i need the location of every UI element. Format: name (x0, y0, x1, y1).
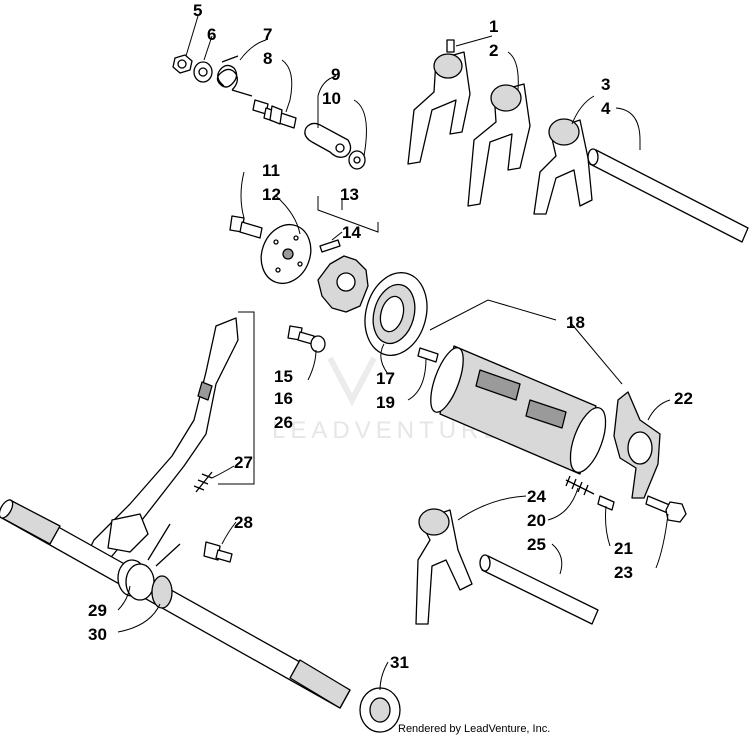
part-shift-lever-26[interactable] (85, 317, 239, 567)
callout-3: 3 (601, 75, 610, 94)
callout-16: 16 (274, 389, 293, 408)
callout-9: 9 (331, 65, 340, 84)
callout-12: 12 (262, 185, 281, 204)
part-pin-19[interactable] (417, 347, 439, 363)
part-shift-drum-18[interactable] (424, 344, 613, 477)
part-bolt-11[interactable] (229, 215, 263, 239)
part-washer-16[interactable] (310, 335, 326, 353)
callout-5: 5 (193, 1, 202, 20)
part-fork-shaft-4[interactable] (587, 148, 749, 243)
part-spring-7[interactable] (216, 55, 253, 97)
callout-1: 1 (489, 17, 498, 36)
part-shift-fork-24[interactable] (415, 508, 473, 625)
callout-29: 29 (88, 601, 107, 620)
part-stopper-plate-12[interactable] (253, 218, 319, 291)
part-bolt-28[interactable] (203, 541, 233, 563)
callout-labels: 1 2 3 4 5 6 7 8 9 10 11 12 13 14 15 16 2… (88, 1, 693, 672)
callout-6: 6 (207, 25, 216, 44)
callout-25: 25 (527, 535, 546, 554)
callout-31: 31 (390, 653, 409, 672)
callout-11: 11 (262, 161, 280, 180)
part-bolt-8[interactable] (252, 99, 297, 129)
part-oil-seal-31[interactable] (359, 687, 401, 733)
leader-lines (117, 15, 671, 691)
part-cam-13[interactable] (317, 255, 369, 313)
part-pin-21[interactable] (597, 495, 615, 511)
credit-text: Rendered by LeadVenture, Inc. (398, 723, 550, 735)
part-shift-shaft[interactable] (0, 498, 351, 709)
part-shift-fork-1[interactable] (407, 39, 471, 165)
part-shift-arm-22[interactable] (613, 391, 661, 499)
part-spring-20[interactable] (565, 475, 595, 496)
callout-23: 23 (614, 563, 633, 582)
callout-24: 24 (527, 487, 546, 506)
callout-18: 18 (566, 313, 585, 332)
callout-17: 17 (376, 369, 395, 388)
callout-20: 20 (527, 511, 546, 530)
callout-28: 28 (234, 513, 253, 532)
callout-26: 26 (274, 413, 293, 432)
callout-4: 4 (601, 99, 611, 118)
part-spring-27[interactable] (193, 471, 213, 493)
callout-22: 22 (674, 389, 693, 408)
part-pin-14[interactable] (319, 239, 341, 253)
part-washer-6[interactable] (193, 61, 213, 83)
callout-2: 2 (489, 41, 498, 60)
callout-14: 14 (342, 223, 361, 242)
part-washer-10[interactable] (348, 150, 366, 170)
callout-10: 10 (322, 89, 341, 108)
callout-19: 19 (376, 393, 395, 412)
part-bolt-23[interactable] (645, 495, 687, 523)
callout-7: 7 (263, 25, 272, 44)
part-bearing-17[interactable] (356, 266, 436, 363)
callout-30: 30 (88, 625, 107, 644)
part-bolt-15[interactable] (287, 325, 315, 345)
part-shift-fork-2[interactable] (467, 83, 531, 207)
part-shift-fork-3[interactable] (533, 118, 593, 215)
callout-15: 15 (274, 367, 293, 386)
part-nut-5[interactable] (172, 54, 193, 74)
part-arm-9[interactable] (304, 122, 352, 158)
callout-21: 21 (614, 539, 633, 558)
callout-8: 8 (263, 49, 272, 68)
part-fork-shaft-25[interactable] (479, 554, 599, 625)
part-collar-30[interactable] (151, 575, 173, 609)
callout-27: 27 (234, 453, 253, 472)
callout-13: 13 (340, 185, 359, 204)
